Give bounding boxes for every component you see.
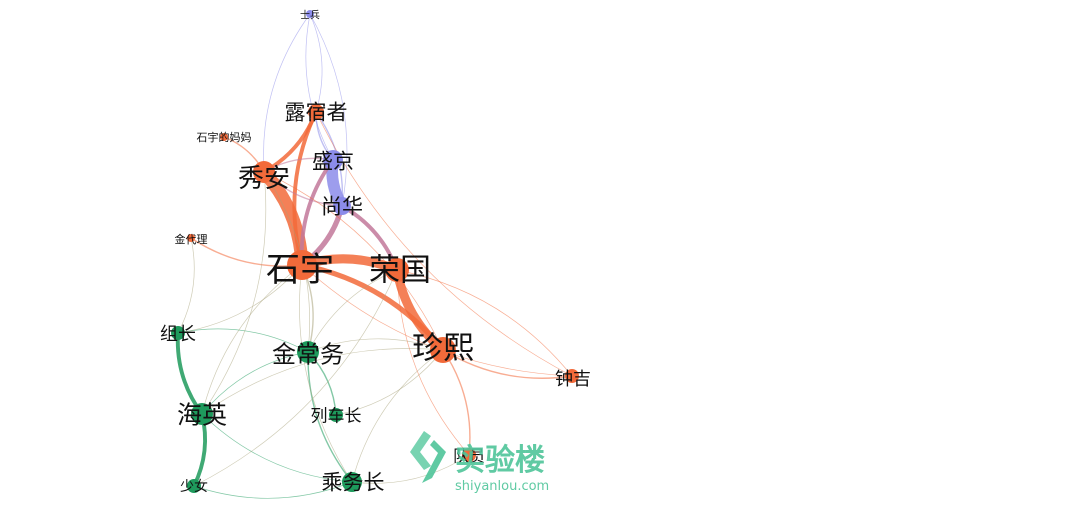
shiyanlou-logo-icon (410, 431, 446, 483)
node-lieche[interactable] (329, 408, 343, 422)
node-soldier[interactable] (306, 10, 314, 18)
node-label-shiyu: 石宇 (266, 250, 334, 290)
node-label-zuzhang: 组长 (160, 324, 196, 345)
node-label-camper: 露宿者 (285, 101, 348, 125)
node-label-zhenxi: 珍熙 (412, 331, 474, 367)
edge-soldier-camper (309, 13, 323, 113)
edge-shaonv-chengwu (193, 481, 353, 499)
edge-zhenxi-haiying (201, 348, 444, 415)
node-jin_dl[interactable] (187, 234, 195, 242)
edge-shiyu-zhongji (301, 264, 573, 377)
edge-duiyuan-chengwu (351, 454, 470, 484)
edge-xiuan-zhenxi (263, 171, 444, 351)
watermark-brand-text: 实验楼 (455, 443, 545, 478)
node-label-zhongji: 钟吉 (555, 369, 591, 390)
edge-soldier-shanghua (309, 13, 348, 207)
edge-zhenxi-chengwu (351, 349, 444, 483)
node-chengwu[interactable] (342, 472, 362, 492)
edge-haiying-xiuan (201, 171, 267, 415)
node-duiyuan[interactable] (462, 448, 476, 462)
node-label-shanghua: 尚华 (321, 195, 363, 219)
node-label-shaonv: 少女 (180, 478, 208, 495)
node-zhongji[interactable] (565, 369, 579, 383)
edge-shiyu-chengwu (299, 264, 353, 483)
edge-haiying-shiyu (201, 264, 303, 415)
edge-rongguo-duiyuan (396, 269, 470, 456)
node-label-shiyu_mom: 石宇的妈妈 (197, 130, 252, 144)
node-label-haiying: 海英 (177, 401, 227, 430)
node-haiying[interactable] (191, 403, 213, 425)
node-label-soldier: 士兵 (300, 9, 320, 22)
edge-jin_cw-chengwu (307, 351, 353, 483)
node-label-rongguo: 荣国 (369, 253, 431, 289)
node-xiuan[interactable] (253, 161, 275, 183)
edge-zhenxi-lieche (335, 349, 444, 416)
edge-shiyu-zhenxi (299, 262, 446, 353)
node-label-jin_dl: 金代理 (175, 232, 208, 246)
watermark-url-text: shiyanlou.com (455, 479, 549, 494)
node-label-jin_cw: 金常务 (272, 341, 344, 369)
node-shiyu[interactable] (287, 250, 317, 280)
edge-jin_cw-rongguo (307, 269, 398, 353)
edge-soldier-xiuan (263, 13, 311, 173)
edge-zhenxi-zhongji (442, 349, 573, 379)
node-shengjing[interactable] (323, 150, 343, 170)
node-shaonv[interactable] (187, 479, 201, 493)
node-camper[interactable] (308, 104, 324, 120)
node-jin_cw[interactable] (297, 341, 319, 363)
node-shanghua[interactable] (333, 197, 351, 215)
edge-rongguo-zhongji (396, 269, 573, 377)
edge-haiying-jin_cw (201, 351, 309, 415)
edge-shiyu-camper (292, 110, 318, 267)
node-shiyu_mom[interactable] (220, 133, 228, 141)
node-zhenxi[interactable] (430, 337, 456, 363)
node-zuzhang[interactable] (171, 326, 185, 340)
nodes-layer (171, 10, 579, 493)
edge-jin_dl-zuzhang (177, 237, 195, 334)
labels-layer: 士兵露宿者石宇的妈妈秀安盛京尚华金代理石宇荣国珍熙 组长金常务钟吉海英 列车长队员少… (160, 9, 591, 496)
edge-haiying-chengwu (201, 413, 353, 483)
node-label-lieche: 列车长 (311, 407, 362, 427)
node-label-xiuan: 秀安 (238, 164, 290, 194)
watermark: 实验楼 shiyanlou.com (410, 431, 549, 494)
edge-zuzhang-shiyu (177, 264, 303, 334)
node-rongguo[interactable] (385, 258, 409, 282)
edge-soldier-shengjing (305, 13, 334, 161)
node-label-shengjing: 盛京 (312, 150, 354, 174)
node-label-duiyuan: 队员 (453, 447, 485, 466)
node-label-chengwu: 乘务长 (322, 471, 385, 495)
edge-rongguo-shaonv (193, 269, 398, 487)
